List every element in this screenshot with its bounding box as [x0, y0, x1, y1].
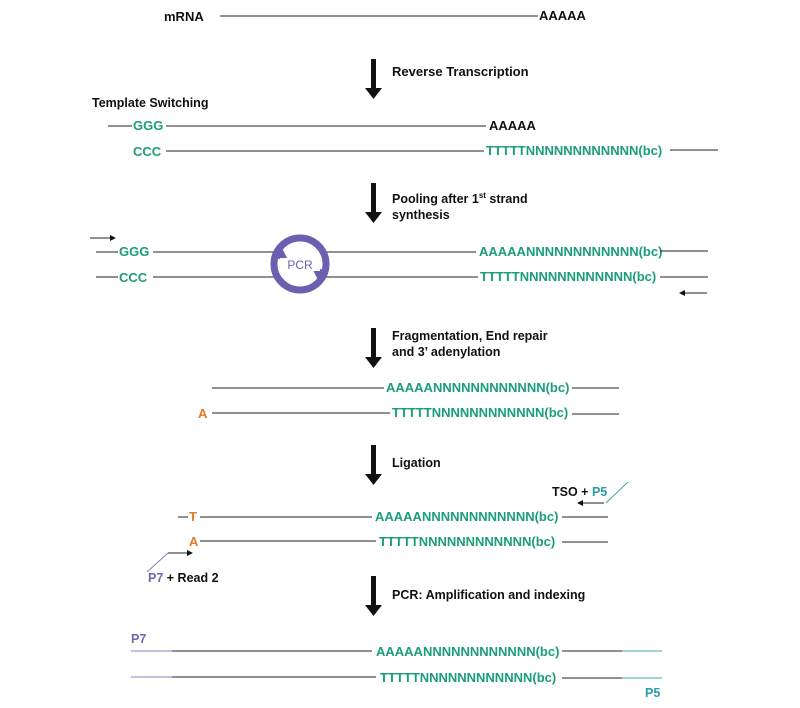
step-pooling-line1: Pooling after 1st strand — [392, 191, 528, 206]
step-arrow-4 — [365, 445, 382, 485]
ts-ggg: GGG — [133, 118, 163, 133]
ts-polya: AAAAA — [489, 118, 537, 133]
step-pcr: PCR: Amplification and indexing — [392, 588, 585, 602]
ligated-top-seq: AAAAANNNNNNNNNNNN(bc) — [375, 509, 558, 524]
step-arrow-3 — [365, 328, 382, 368]
pooled-ccc: CCC — [119, 270, 148, 285]
p7-adapter-tail — [146, 552, 169, 573]
mrna-polya: AAAAA — [539, 8, 587, 23]
pooling-sup: st — [479, 191, 486, 200]
pooled-bottom-seq: TTTTTNNNNNNNNNNNN(bc) — [480, 269, 656, 284]
final-top-seq: AAAAANNNNNNNNNNNN(bc) — [376, 644, 559, 659]
ligated-read2: + Read 2 — [163, 571, 218, 585]
ligated-bottom-seq: TTTTTNNNNNNNNNNNN(bc) — [379, 534, 555, 549]
frag-top-seq: AAAAANNNNNNNNNNNN(bc) — [386, 380, 569, 395]
template-switching-title: Template Switching — [92, 96, 208, 110]
ts-polyt: TTTTTNNNNNNNNNNNN(bc) — [486, 143, 662, 158]
final-bottom-seq: TTTTTNNNNNNNNNNNN(bc) — [380, 670, 556, 685]
mrna-label: mRNA — [164, 9, 204, 24]
ligated-p7: P7 — [148, 571, 163, 585]
step-reverse-transcription: Reverse Transcription — [392, 64, 529, 79]
final-p7: P7 — [131, 632, 146, 646]
step-arrow-5 — [365, 576, 382, 616]
step-arrow-2 — [365, 183, 382, 223]
step-ligation: Ligation — [392, 456, 441, 470]
pcr-icon-label: PCR — [287, 258, 313, 272]
ligated-tso-label: TSO + P5 — [552, 485, 607, 499]
step-arrow-1 — [365, 59, 382, 99]
pooled-ggg: GGG — [119, 244, 149, 259]
step-pooling-line2: synthesis — [392, 208, 450, 222]
pooled-top-seq: AAAAANNNNNNNNNNNN(bc) — [479, 244, 662, 259]
pooling-text-b: strand — [486, 192, 528, 206]
step-fragmentation-line2: and 3’ adenylation — [392, 345, 500, 359]
ligated-a-overhang: A — [189, 534, 199, 549]
ts-ccc: CCC — [133, 144, 162, 159]
ligated-t-overhang: T — [189, 509, 197, 524]
pooling-text-a: Pooling after 1 — [392, 192, 479, 206]
p5-adapter-tail — [605, 481, 629, 504]
frag-bottom-seq: TTTTTNNNNNNNNNNNN(bc) — [392, 405, 568, 420]
step-fragmentation-line1: Fragmentation, End repair — [392, 329, 548, 343]
ligated-p5: P5 — [592, 485, 607, 499]
pcr-cycle-icon: PCR — [270, 234, 330, 294]
frag-a-overhang: A — [198, 406, 208, 421]
final-p5: P5 — [645, 686, 660, 700]
ligated-p7-label: P7 + Read 2 — [148, 571, 219, 585]
ligated-tso: TSO + — [552, 485, 592, 499]
